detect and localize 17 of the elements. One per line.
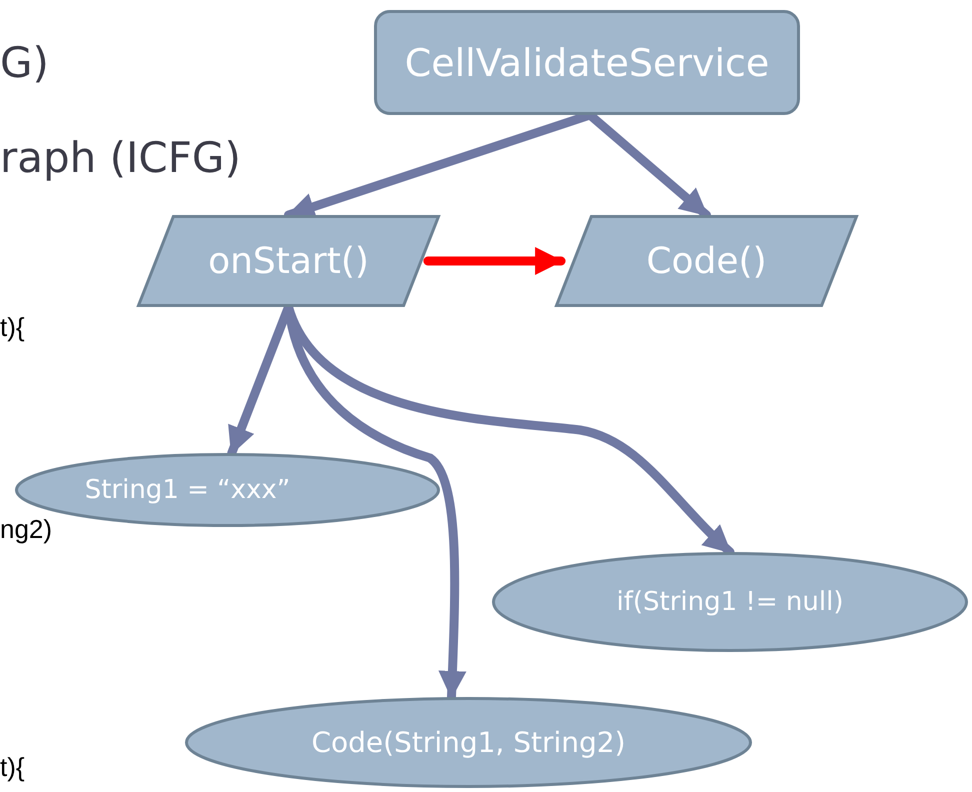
node-label: if(String1 != null) <box>616 587 844 617</box>
node-label: CellValidateService <box>404 40 770 84</box>
node-label: onStart() <box>208 240 369 282</box>
heading-fragment: raph (ICFG) <box>0 133 241 182</box>
node-label: Code() <box>646 240 767 282</box>
code-fragment: t){ <box>0 312 25 343</box>
code-fragment: t){ <box>0 752 25 783</box>
statement-ellipse <box>492 552 968 652</box>
node-label: String1 = “xxx” <box>84 475 290 505</box>
code-fragment: ng2) <box>0 514 52 545</box>
heading-fragment: G) <box>0 38 49 87</box>
method-parallelogram <box>137 215 440 307</box>
arrow <box>423 247 566 275</box>
statement-ellipse <box>185 697 752 788</box>
method-parallelogram <box>555 215 858 307</box>
node-label: Code(String1, String2) <box>311 726 626 759</box>
process-box <box>374 10 800 115</box>
